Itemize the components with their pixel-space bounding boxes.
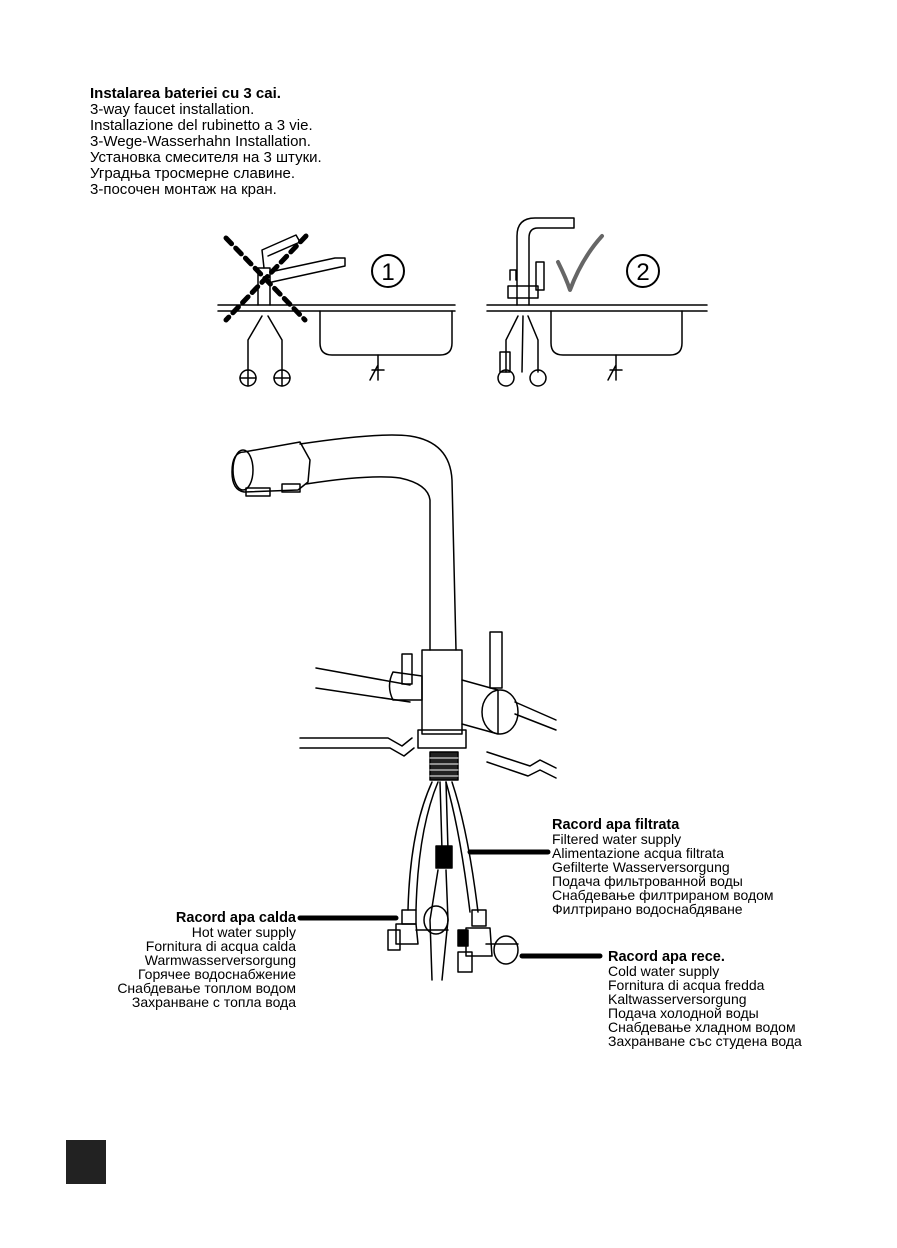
filtered-line: Подача фильтрованной воды [552, 873, 743, 889]
cold-line: Cold water supply [608, 963, 720, 979]
step-number-2: 2 [626, 254, 660, 288]
cold-line: Fornitura di acqua fredda [608, 977, 765, 993]
hot-line: Горячее водоснабжение [138, 966, 296, 982]
filtered-water-label: Racord apa filtrata Filtered water suppl… [552, 818, 774, 916]
filtered-water-title: Racord apa filtrata [552, 817, 680, 833]
hot-water-title: Racord apa calda [175, 910, 296, 926]
filtered-line: Alimentazione acqua filtrata [552, 845, 724, 861]
step-number-2-text: 2 [636, 259, 649, 286]
hot-line: Снабдевање топлом водом [117, 980, 296, 996]
heading-line-ro: Instalarea bateriei cu 3 cai. [90, 85, 281, 102]
heading-line-de: 3-Wege-Wasserhahn Installation. [90, 133, 311, 150]
hot-line: Hot water supply [191, 924, 296, 940]
step1-old-faucet-figure [217, 233, 456, 387]
cold-line: Подача холодной воды [608, 1005, 759, 1021]
heading-line-sr: Уградња тросмерне славине. [90, 165, 296, 182]
hot-water-label: Racord apa calda Hot water supply Fornit… [117, 911, 296, 1009]
cold-line: Kaltwasserversorgung [608, 991, 747, 1007]
cold-line: Снабдевање хладном водом [608, 1019, 796, 1035]
installation-heading: Instalarea bateriei cu 3 cai. 3-way fauc… [90, 86, 322, 198]
hot-line: Warmwasserversorgung [144, 952, 296, 968]
step2-new-faucet-figure [486, 217, 708, 387]
heading-line-bg: 3-посочен монтаж на кран. [90, 181, 277, 198]
main-faucet-figure [231, 434, 557, 981]
cold-line: Захранване със студена вода [608, 1033, 802, 1049]
filtered-line: Filtered water supply [552, 831, 682, 847]
cold-water-title: Racord apa rece. [608, 949, 725, 965]
heading-line-ru: Установка смесителя на 3 штуки. [90, 149, 322, 166]
filtered-line: Снабдевање филтрираном водом [552, 887, 774, 903]
filtered-line: Gefilterte Wasserversorgung [552, 859, 730, 875]
filtered-line: Филтрирано водоснабдяване [552, 901, 743, 917]
step-number-1-text: 1 [381, 259, 394, 286]
hot-line: Fornitura di acqua calda [145, 938, 296, 954]
cold-water-label: Racord apa rece. Cold water supply Forni… [608, 950, 802, 1048]
hot-line: Захранване с топла вода [131, 994, 296, 1010]
heading-line-en: 3-way faucet installation. [90, 101, 255, 118]
heading-line-it: Installazione del rubinetto a 3 vie. [90, 117, 313, 134]
page-marker [66, 1140, 106, 1184]
step-number-1: 1 [371, 254, 405, 288]
